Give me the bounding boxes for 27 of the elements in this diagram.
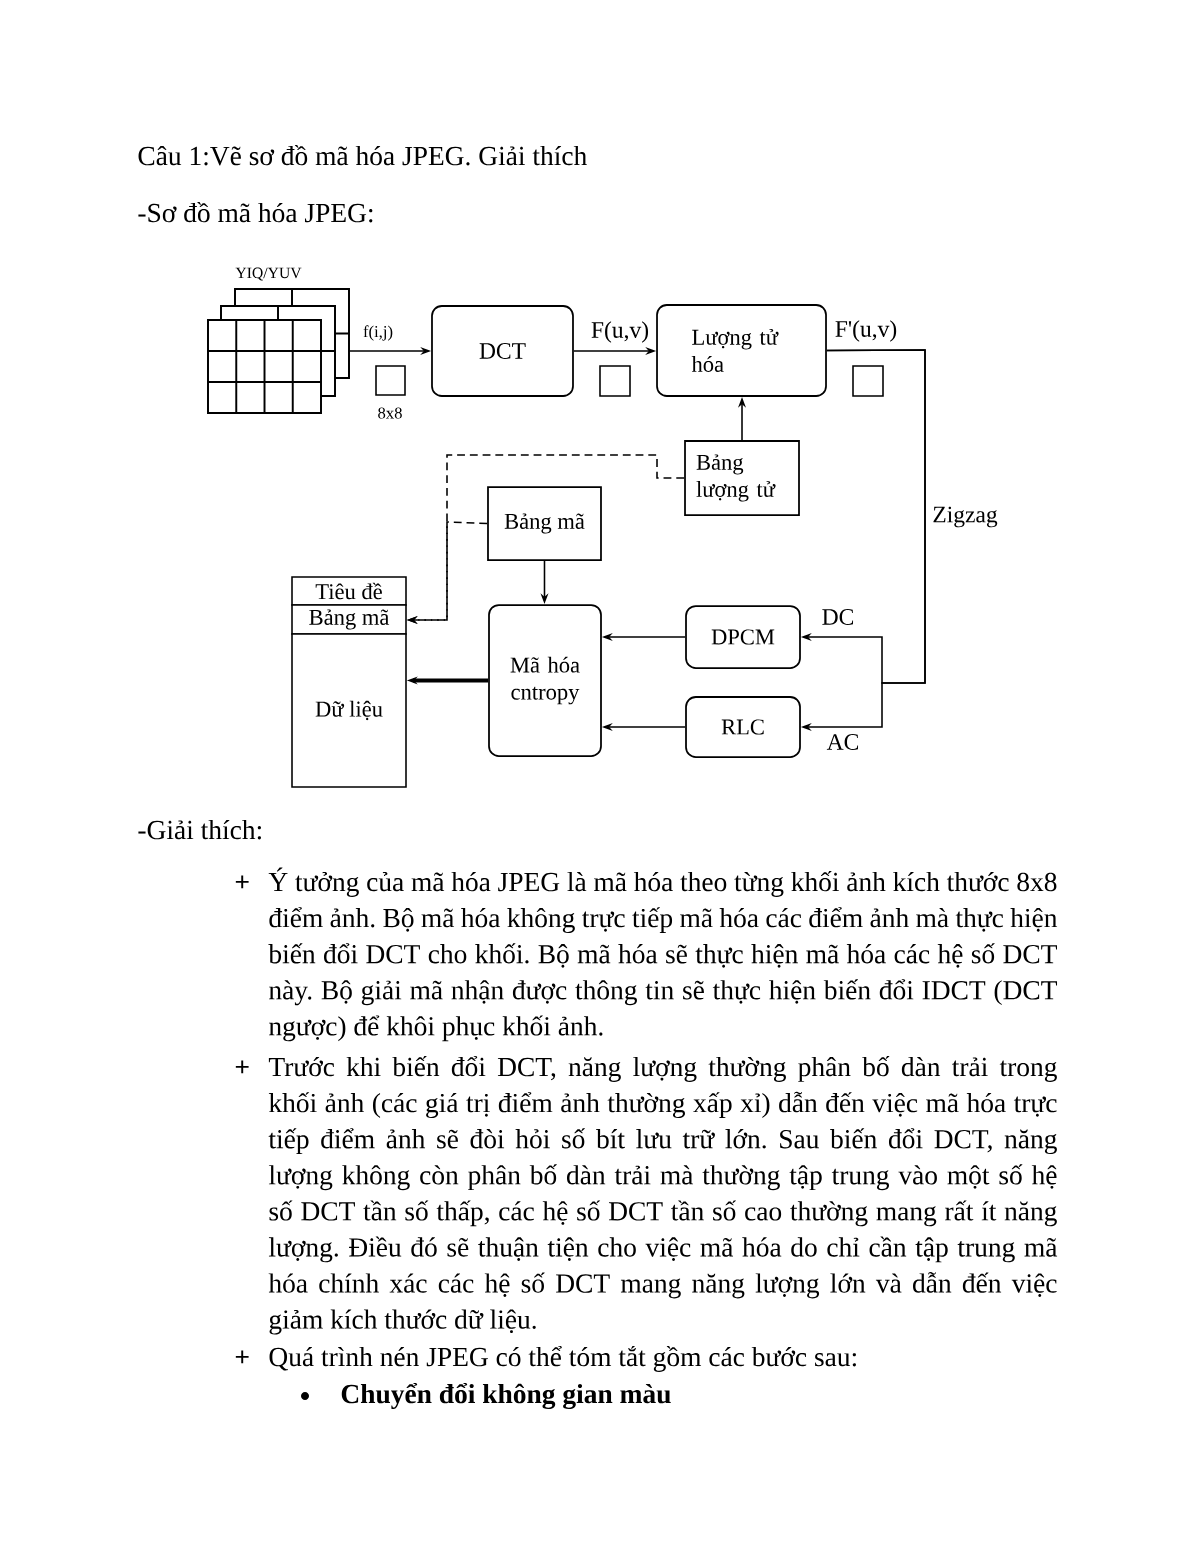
edge-label: DC — [819, 607, 857, 627]
stack-label: YIQ/YUV — [235, 267, 302, 281]
edge-label: F(u,v) — [588, 319, 652, 345]
page-title: Câu 1:Vẽ sơ đồ mã hóa JPEG. Giải thích — [138, 145, 587, 166]
signal-label: F'(u,v) — [835, 320, 897, 342]
section-heading: -Sơ đồ mã hóa JPEG: — [138, 202, 373, 223]
signal-label: Zigzag — [933, 506, 998, 528]
table-box: Bảng mã — [487, 486, 602, 561]
list-item: Chuyển đổi không gian màu — [341, 1383, 671, 1410]
size-label: 8x8 — [378, 407, 402, 419]
table-box: Bảng lượng tử — [684, 440, 800, 516]
process-box: Lượng tử hóa — [656, 304, 827, 397]
process-box: Mã hóa cntropy — [488, 604, 602, 757]
file-section: Bảng mã — [291, 604, 407, 635]
edge-label: AC — [824, 732, 862, 752]
process-box: RLC — [685, 696, 801, 758]
process-box: DCT — [431, 305, 574, 397]
file-section: Tiêu đề — [291, 576, 407, 606]
list-marker: + — [235, 1350, 249, 1364]
paragraph: Quá trình nén JPEG có thể tóm tắt gồm các bước sau: — [269, 1346, 856, 1372]
section-heading: -Giải thích: — [138, 819, 261, 840]
paragraph: Trước khi biến đổi DCT, năng lượng thường phân bố dàn trải trong khối ảnh (các giá trị điểm ảnh thường xấp xỉ) dẫn đến việc mã hóa trực tiếp điểm ảnh sẽ đòi hỏi số bít lưu trữ lớn. Sau biến đổi DCT, năng lượng không còn phân bố dàn trải mà thường tập trung vào một số hệ số DCT tần số thấp, các hệ số DCT tần số cao thường mang rất ít năng lượng. Điều đó sẽ thuận tiện cho việc mã hóa do chỉ cần tập trung mã hóa chính xác các hệ số DCT mang năng lượng lớn và dẫn đến việc giảm kích thước dữ liệu. — [268, 1056, 1058, 1335]
paragraph: Ý tưởng của mã hóa JPEG là mã hóa theo từng khối ảnh kích thước 8x8 điểm ảnh. Bộ mã hóa không trực tiếp mã hóa các điểm ảnh mà thực hiện biến đổi DCT cho khối. Bộ mã hóa sẽ thực hiện mã hóa các hệ số DCT này. Bộ giải mã nhận được thông tin sẽ thực hiện biến đổi IDCT (DCT ngược) để khôi phục khối ảnh. — [268, 867, 1058, 1042]
process-box: DPCM — [685, 605, 801, 669]
list-marker: + — [235, 1060, 249, 1074]
edge-label: f(i,j) — [361, 323, 395, 343]
list-marker: + — [235, 875, 249, 889]
